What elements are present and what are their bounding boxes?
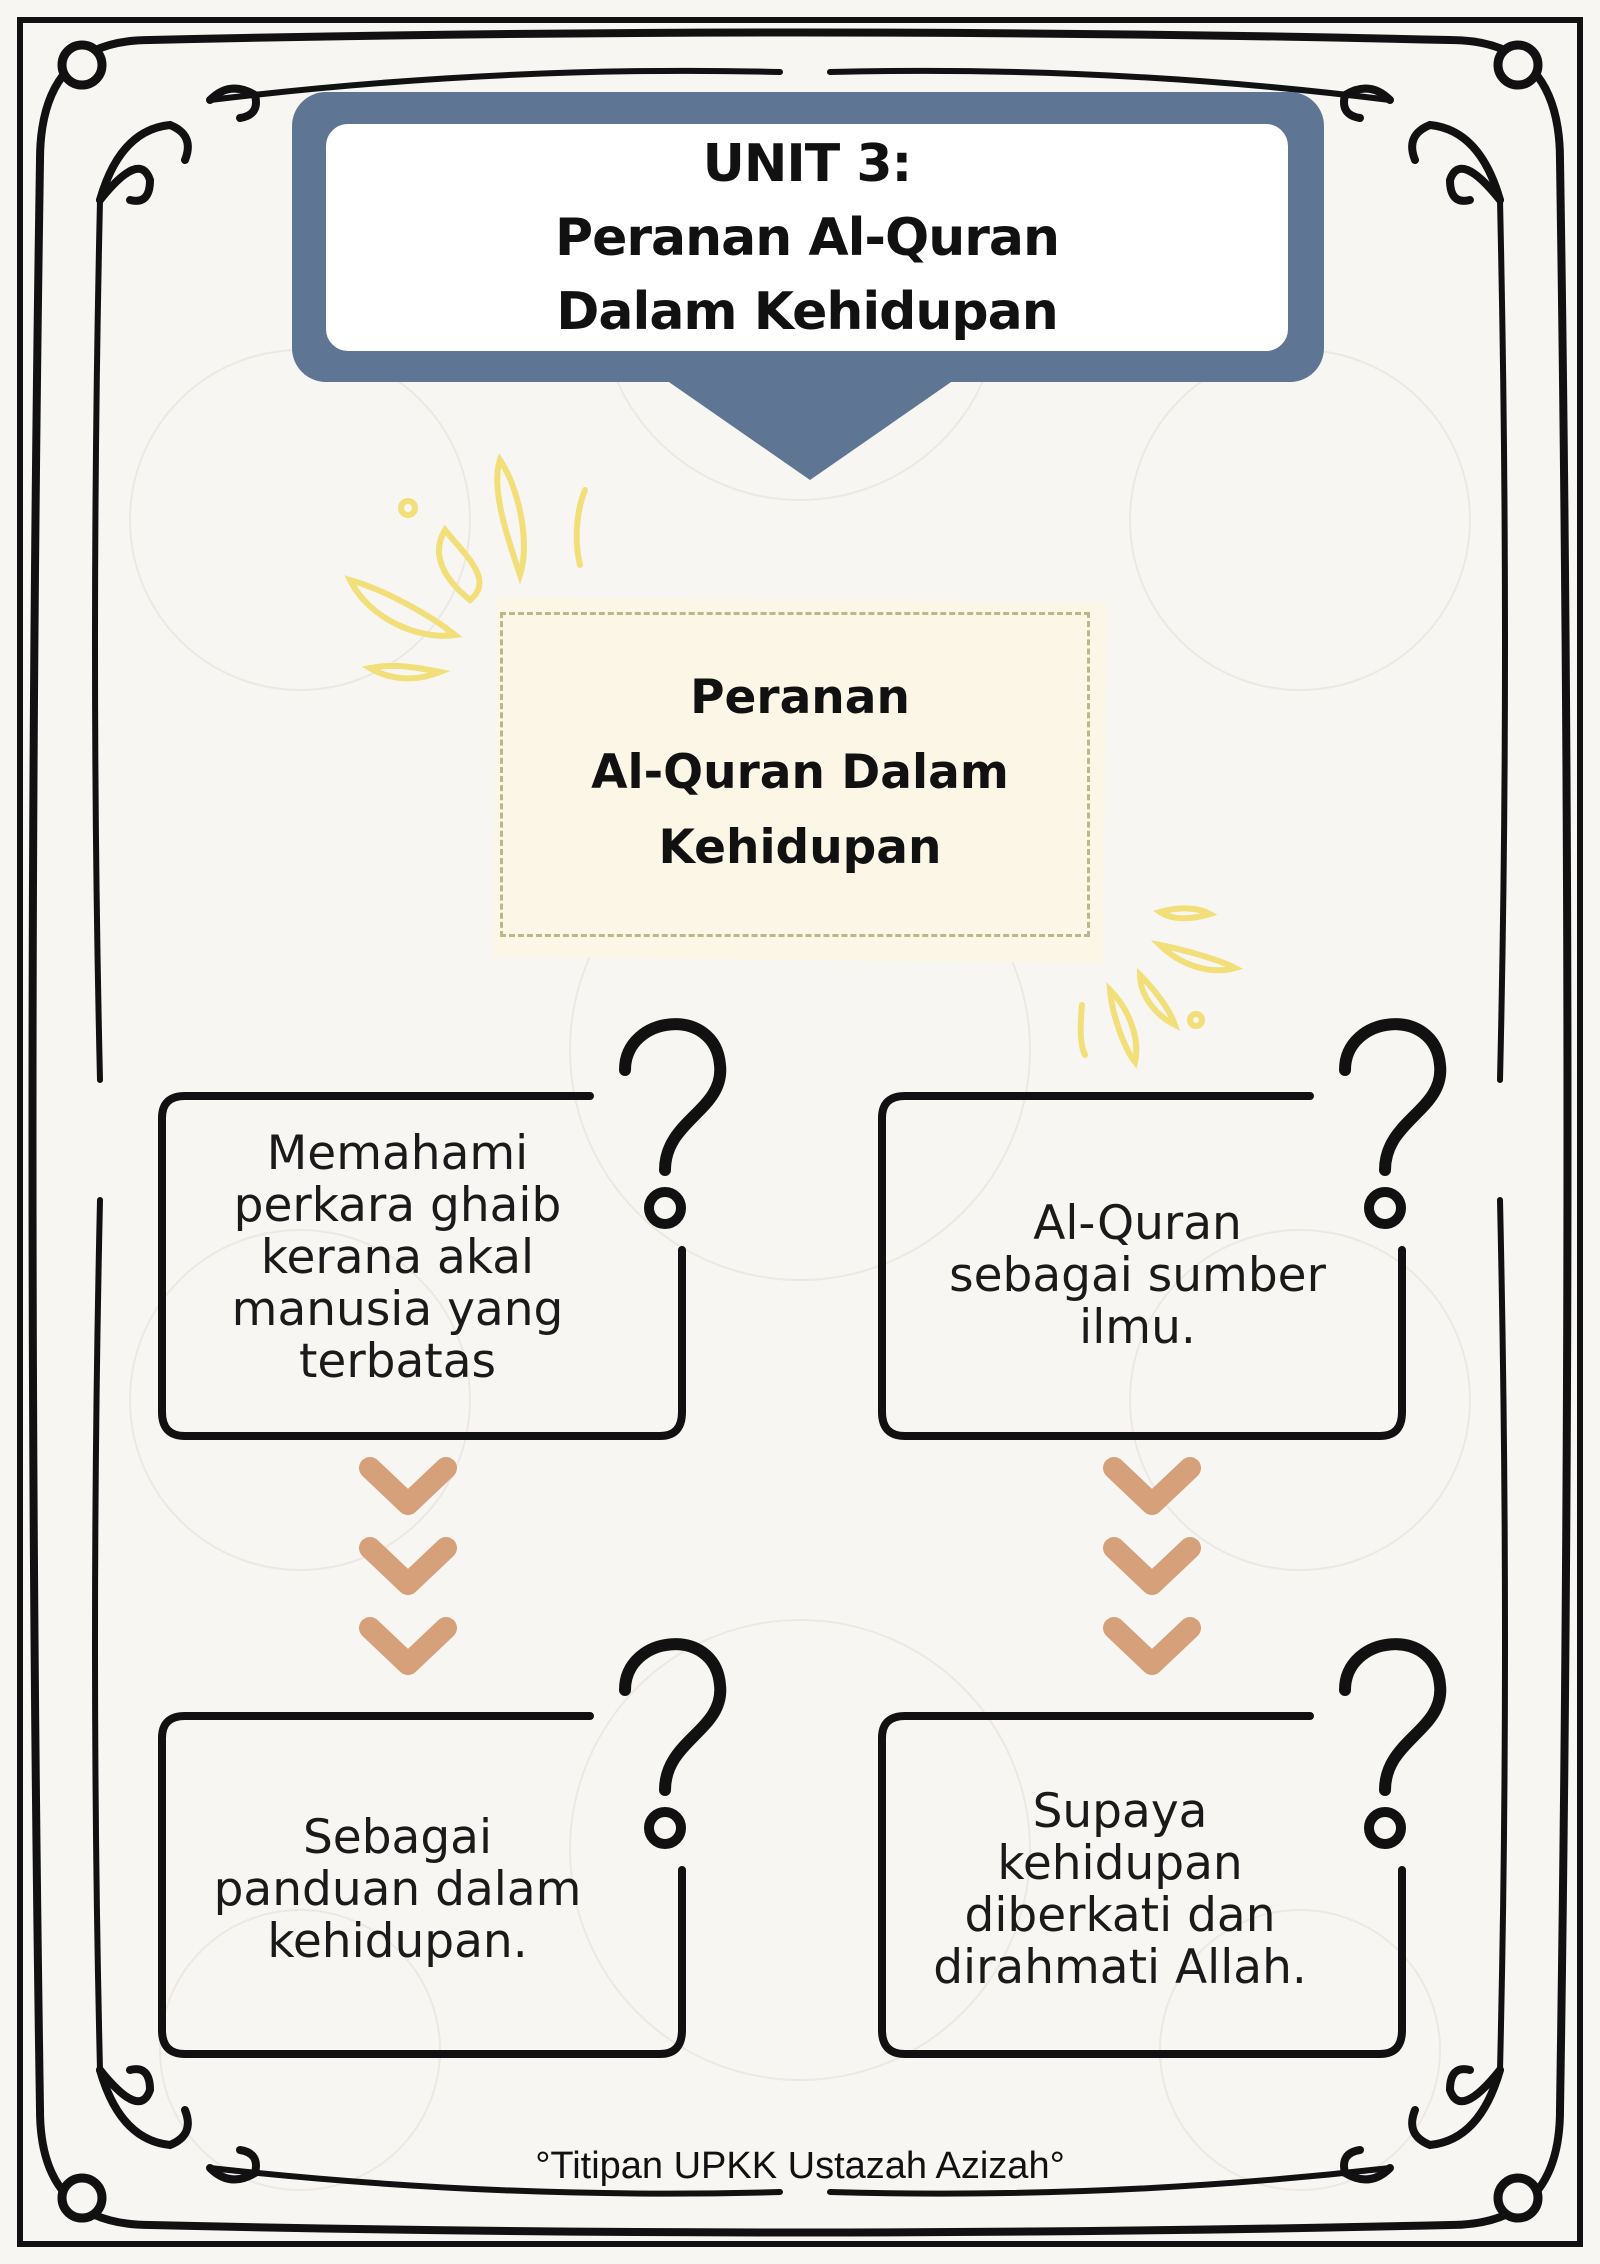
- text-line: manusia yang: [231, 1282, 564, 1337]
- box-outlines: [158, 1092, 1406, 2058]
- page-title-line2: Dalam Kehidupan: [556, 281, 1059, 342]
- text-line: kehidupan.: [267, 1914, 528, 1969]
- box-bottom-left-text: Sebagai panduan dalam kehidupan.: [165, 1812, 630, 1968]
- text-line: sebagai sumber: [949, 1248, 1326, 1303]
- box-top-left-text: Memahami perkara ghaib kerana akal manus…: [175, 1128, 620, 1388]
- chevron-down-icon: [370, 1468, 1190, 1664]
- note-line-1: Peranan: [690, 670, 910, 725]
- title-panel: UNIT 3: Peranan Al-Quran Dalam Kehidupan: [322, 120, 1292, 355]
- note-line-3: Kehidupan: [658, 820, 942, 875]
- text-line: ilmu.: [1079, 1300, 1196, 1355]
- box-bottom-right-text: Supaya kehidupan diberkati dan dirahmati…: [895, 1786, 1345, 1994]
- center-note-text: Peranan Al-Quran Dalam Kehidupan: [495, 660, 1105, 885]
- note-dashed-border: [500, 612, 1090, 937]
- text-line: Al-Quran: [1033, 1196, 1242, 1251]
- page-title-line1: Peranan Al-Quran: [555, 207, 1060, 268]
- text-line: perkara ghaib: [233, 1178, 562, 1233]
- note-line-2: Al-Quran Dalam: [591, 745, 1009, 800]
- text-line: Sebagai: [302, 1810, 493, 1865]
- text-line: terbatas: [298, 1334, 497, 1389]
- text-line: Supaya: [1032, 1784, 1208, 1839]
- text-line: kerana akal: [260, 1230, 535, 1285]
- text-line: kehidupan: [997, 1836, 1243, 1891]
- text-line: panduan dalam: [213, 1862, 582, 1917]
- text-line: Memahami: [266, 1126, 529, 1181]
- corner-circles: [57, 40, 1543, 2223]
- box-top-right-text: Al-Quran sebagai sumber ilmu.: [915, 1198, 1360, 1354]
- text-line: diberkati dan: [964, 1888, 1276, 1943]
- outer-border: [17, 17, 1583, 2247]
- sparkle-icon: [344, 453, 1244, 1069]
- banner-pointer: [666, 380, 954, 480]
- text-line: dirahmati Allah.: [933, 1940, 1307, 1995]
- footer-credit: °Titipan UPKK Ustazah Azizah°: [535, 2145, 1065, 2187]
- unit-label: UNIT 3:: [702, 133, 913, 194]
